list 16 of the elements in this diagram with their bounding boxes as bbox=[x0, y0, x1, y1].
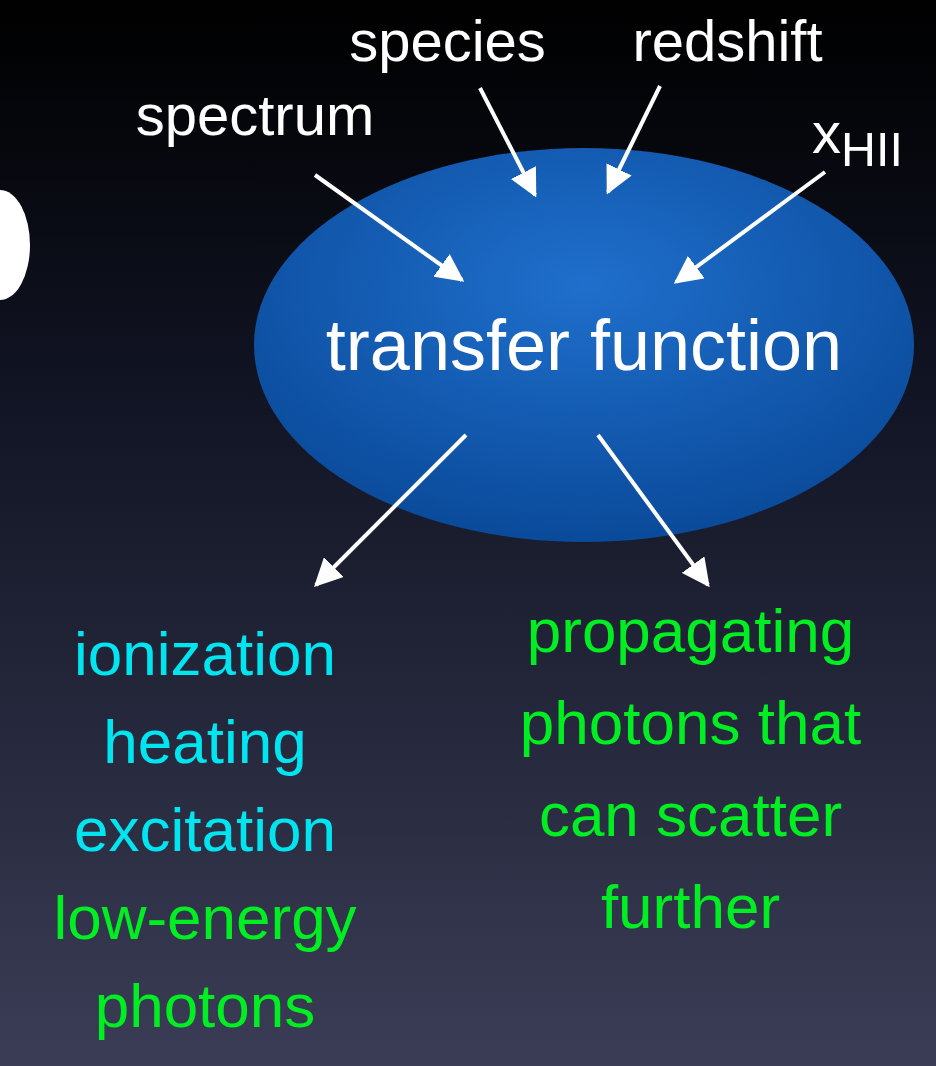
node-label: transfer function bbox=[325, 303, 843, 387]
output-label: heating bbox=[102, 706, 308, 778]
input-label: species bbox=[348, 8, 547, 75]
arrow bbox=[313, 173, 465, 282]
input-label: x$_{HII}$ bbox=[811, 100, 904, 178]
output-label: low-energy photons bbox=[52, 882, 358, 1042]
arrow bbox=[314, 433, 468, 587]
output-label: propagating photons that can scatter further bbox=[518, 595, 863, 943]
arrow bbox=[596, 433, 710, 588]
arrow bbox=[673, 170, 827, 284]
output-label: ionization bbox=[73, 618, 337, 690]
arrow bbox=[606, 85, 662, 195]
output-label: excitation bbox=[73, 794, 337, 866]
arrow bbox=[478, 87, 537, 198]
input-label: redshift bbox=[631, 8, 824, 75]
input-label: spectrum bbox=[134, 82, 376, 149]
